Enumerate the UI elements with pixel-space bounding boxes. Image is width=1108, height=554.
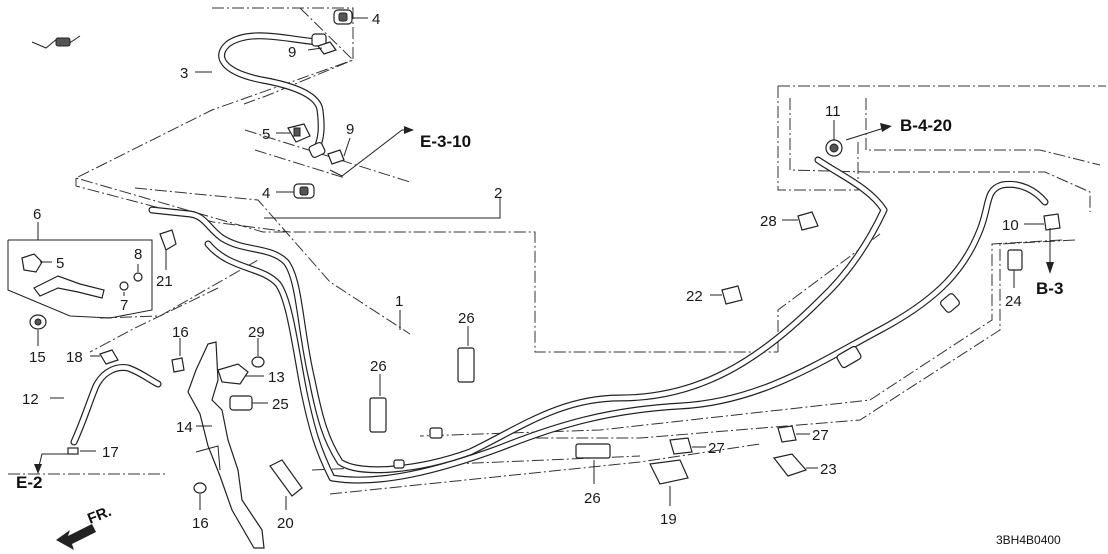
callout-9[interactable]: 9 — [346, 121, 354, 138]
callout-1[interactable]: 1 — [395, 293, 403, 310]
parts — [21, 9, 1061, 497]
callout-27[interactable]: 27 — [812, 427, 829, 444]
reference-b-3[interactable]: B-3 — [1036, 279, 1063, 298]
front-direction-arrow: FR. — [56, 503, 114, 550]
callout-26[interactable]: 26 — [584, 490, 601, 507]
callout-7[interactable]: 7 — [120, 297, 128, 314]
reference-e-3-10[interactable]: E-3-10 — [420, 132, 471, 151]
main-fuel-lines — [148, 156, 1049, 484]
callout-21[interactable]: 21 — [156, 273, 173, 290]
callout-23[interactable]: 23 — [820, 461, 837, 478]
front-label: FR. — [85, 503, 114, 528]
callout-22[interactable]: 22 — [686, 288, 703, 305]
callout-26[interactable]: 26 — [370, 358, 387, 375]
clamp-assembly-frame — [7, 239, 153, 319]
callout-29[interactable]: 29 — [248, 324, 265, 341]
callout-27[interactable]: 27 — [708, 440, 725, 457]
callout-18[interactable]: 18 — [66, 349, 83, 366]
callout-19[interactable]: 19 — [660, 511, 677, 528]
callout-16[interactable]: 16 — [172, 324, 189, 341]
callout-25[interactable]: 25 — [272, 396, 289, 413]
callout-2[interactable]: 2 — [494, 185, 502, 202]
callout-6[interactable]: 6 — [33, 206, 41, 223]
callout-14[interactable]: 14 — [176, 419, 193, 436]
callout-12[interactable]: 12 — [22, 391, 39, 408]
callout-10[interactable]: 10 — [1002, 217, 1019, 234]
assembly-outlines — [8, 7, 1106, 495]
filler-hose — [70, 364, 162, 446]
callout-11[interactable]: 11 — [825, 103, 841, 120]
callout-8[interactable]: 8 — [134, 246, 142, 263]
callout-20[interactable]: 20 — [277, 515, 294, 532]
callout-28[interactable]: 28 — [760, 213, 777, 230]
reference-b-4-20[interactable]: B-4-20 — [900, 116, 952, 135]
callout-3[interactable]: 3 — [180, 65, 188, 82]
callout-labels: 4 9 3 5 9 4 6 5 8 7 21 15 2 1 16 29 18 1… — [22, 11, 1022, 532]
callout-24[interactable]: 24 — [1005, 293, 1022, 310]
callout-4[interactable]: 4 — [372, 11, 380, 28]
callout-13[interactable]: 13 — [268, 369, 285, 386]
leader-lines — [34, 17, 1054, 510]
callout-15[interactable]: 15 — [29, 349, 46, 366]
callout-26[interactable]: 26 — [458, 310, 475, 327]
callout-9[interactable]: 9 — [288, 44, 296, 61]
diagram-code: 3BH4B0400 — [996, 533, 1061, 547]
callout-5[interactable]: 5 — [262, 126, 270, 143]
callout-17[interactable]: 17 — [102, 444, 119, 461]
reference-e-2[interactable]: E-2 — [16, 473, 42, 492]
reference-labels: E-3-10 B-4-20 B-3 E-2 — [16, 116, 1063, 492]
callout-16[interactable]: 16 — [192, 515, 209, 532]
bracket-14 — [187, 341, 265, 549]
upper-fuel-hose — [218, 32, 327, 159]
callout-5[interactable]: 5 — [56, 255, 64, 272]
callout-4[interactable]: 4 — [262, 185, 270, 202]
